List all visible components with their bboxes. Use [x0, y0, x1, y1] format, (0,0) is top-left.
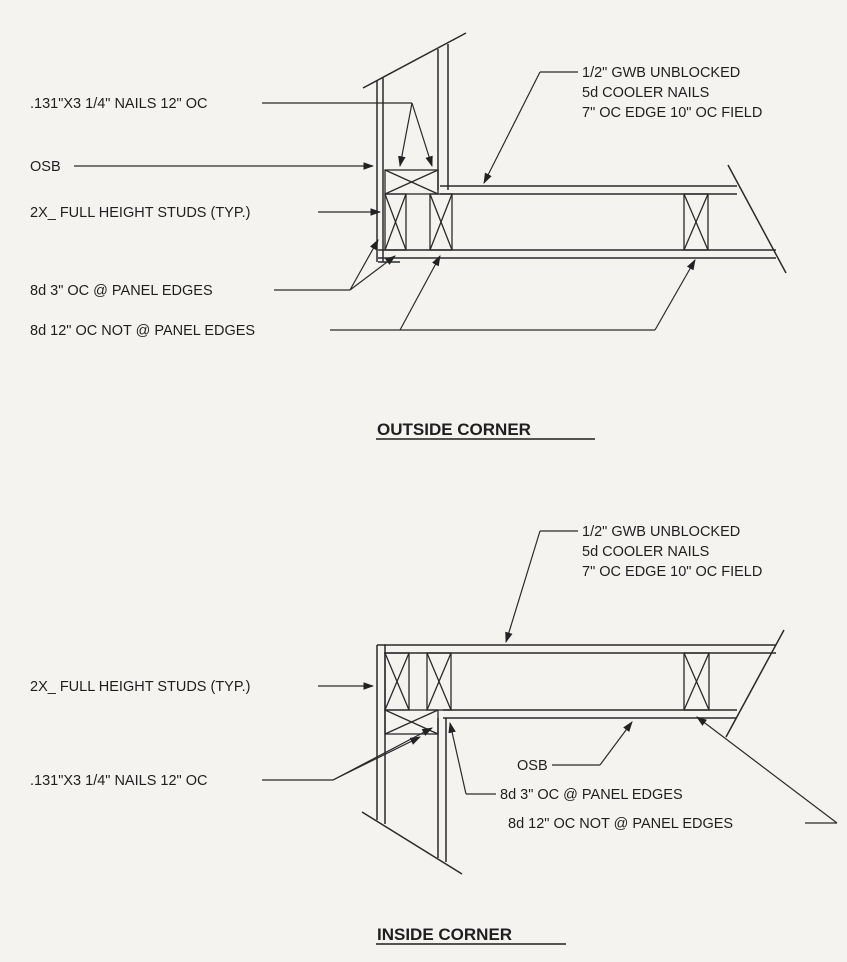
outside-label-nails-131: .131"X3 1/4" NAILS 12" OC: [30, 96, 207, 112]
outside-stud-3: [683, 193, 709, 251]
outside-stud-1: [384, 193, 407, 251]
inside-label-gwb-line1: 1/2" GWB UNBLOCKED: [582, 524, 740, 540]
outside-stud-2: [429, 193, 453, 251]
outside-vertical-wall: [362, 32, 467, 262]
outside-horizontal-wall: [378, 164, 787, 274]
outside-label-osb: OSB: [30, 159, 61, 175]
inside-stud-3: [683, 652, 710, 711]
outside-label-gwb-line2: 5d COOLER NAILS: [582, 85, 709, 101]
inside-label-studs: 2X_ FULL HEIGHT STUDS (TYP.): [30, 679, 251, 695]
outside-corner-title: OUTSIDE CORNER: [377, 420, 531, 439]
outside-label-gwb-line3: 7" OC EDGE 10" OC FIELD: [582, 105, 762, 121]
inside-label-edge-nails: 8d 3" OC @ PANEL EDGES: [500, 787, 683, 803]
inside-stud-2: [426, 652, 452, 711]
inside-label-field-nails: 8d 12" OC NOT @ PANEL EDGES: [508, 816, 733, 832]
inside-vertical-wall: [361, 644, 463, 875]
inside-label-gwb-line2: 5d COOLER NAILS: [582, 544, 709, 560]
inside-label-nails-131: .131"X3 1/4" NAILS 12" OC: [30, 773, 207, 789]
inside-corner-block: [384, 709, 439, 735]
outside-corner-detail: .131"X3 1/4" NAILS 12" OC OSB 2X_ FULL H…: [30, 32, 787, 440]
inside-label-osb: OSB: [517, 758, 548, 774]
inside-leaders: [262, 530, 838, 824]
inside-stud-1: [384, 652, 410, 711]
inside-corner-title: INSIDE CORNER: [377, 925, 512, 944]
outside-leaders: [74, 71, 696, 331]
outside-label-edge-nails: 8d 3" OC @ PANEL EDGES: [30, 283, 213, 299]
inside-corner-detail: 1/2" GWB UNBLOCKED 5d COOLER NAILS 7" OC…: [30, 524, 838, 945]
inside-label-gwb-line3: 7" OC EDGE 10" OC FIELD: [582, 564, 762, 580]
outside-corner-block: [384, 169, 439, 195]
outside-label-studs: 2X_ FULL HEIGHT STUDS (TYP.): [30, 205, 251, 221]
outside-label-gwb-line1: 1/2" GWB UNBLOCKED: [582, 65, 740, 81]
outside-label-field-nails: 8d 12" OC NOT @ PANEL EDGES: [30, 323, 255, 339]
inside-horizontal-wall: [384, 629, 785, 738]
